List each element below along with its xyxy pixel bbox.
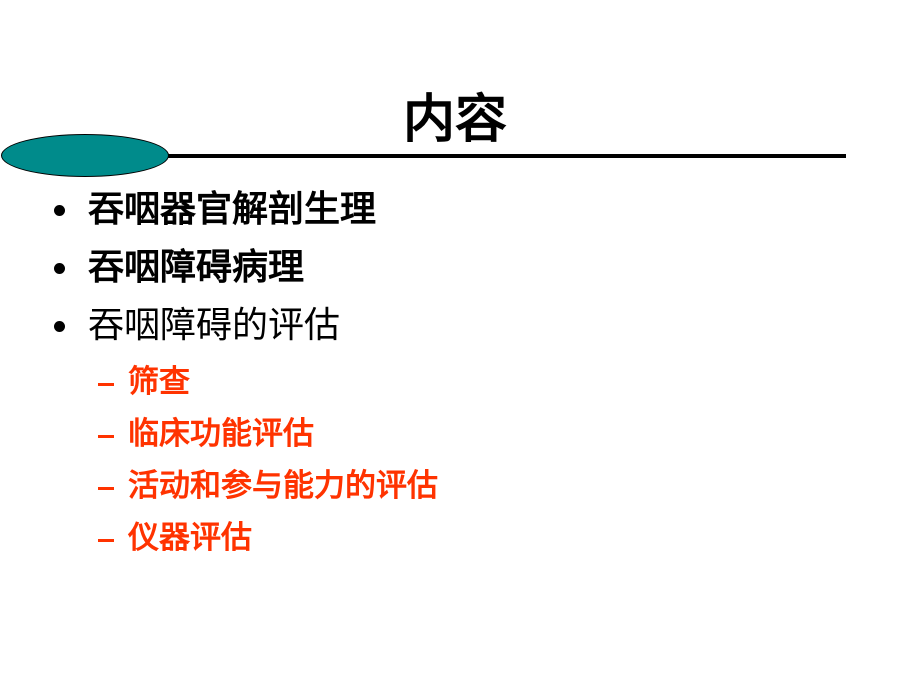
slide-title: 内容 bbox=[403, 90, 508, 150]
title-underline-rule bbox=[168, 154, 846, 158]
dash-icon bbox=[98, 487, 114, 490]
dash-icon bbox=[98, 435, 114, 438]
bullet-text: 吞咽器官解剖生理 bbox=[88, 189, 377, 230]
bullet-dot-icon bbox=[54, 321, 65, 332]
sub-bullet-text: 临床功能评估 bbox=[128, 416, 314, 452]
dash-icon bbox=[98, 539, 114, 542]
sub-bullet-text: 活动和参与能力的评估 bbox=[128, 468, 438, 504]
teal-ellipse-decoration bbox=[1, 134, 169, 177]
bullet-dot-icon bbox=[54, 205, 65, 216]
bullet-text: 吞咽障碍病理 bbox=[88, 247, 305, 288]
bullet-dot-icon bbox=[54, 263, 65, 274]
dash-icon bbox=[98, 383, 114, 386]
sub-bullet-text: 仪器评估 bbox=[128, 520, 252, 556]
bullet-text: 吞咽障碍的评估 bbox=[88, 305, 341, 346]
sub-bullet-text: 筛查 bbox=[128, 364, 190, 400]
